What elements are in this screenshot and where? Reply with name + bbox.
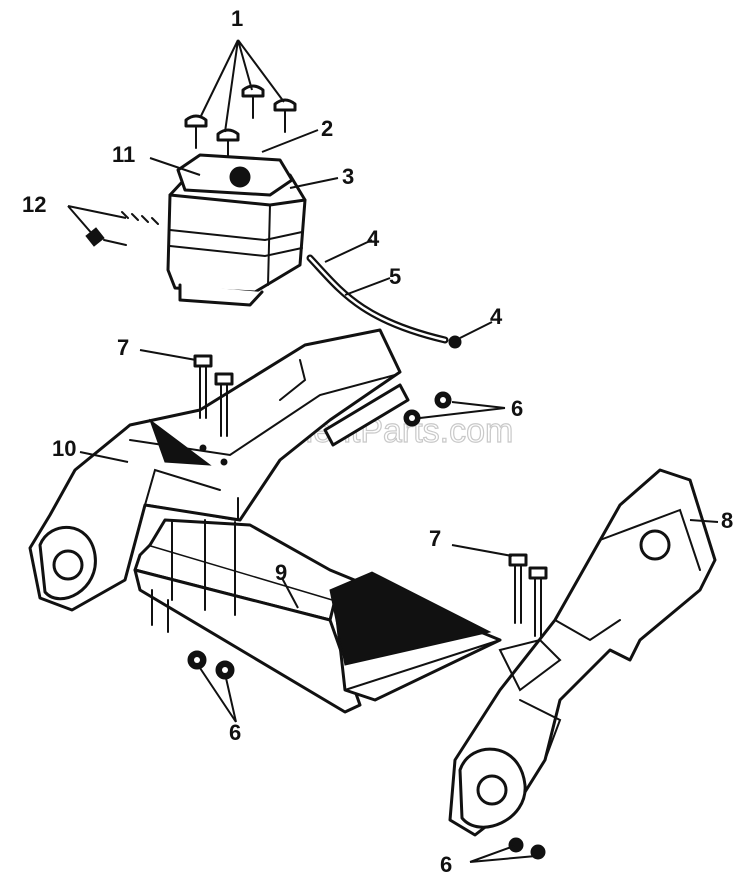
callout-7-left: 7 (117, 335, 129, 360)
callout-5: 5 (389, 264, 401, 289)
callout-4-upper: 4 (367, 226, 380, 251)
callout-2: 2 (321, 116, 333, 141)
left-arm-part-10 (28, 328, 410, 612)
callout-3: 3 (342, 164, 354, 189)
solenoid-block-part-3 (166, 153, 307, 307)
callout-11: 11 (112, 142, 135, 167)
callout-labels: 1 2 3 4 4 5 6 6 6 7 7 8 9 10 11 12 (22, 6, 733, 877)
callout-9: 9 (275, 560, 287, 585)
callout-6-upper: 6 (511, 396, 523, 421)
callout-1: 1 (231, 6, 243, 31)
callout-10: 10 (52, 436, 76, 461)
bolts-part-7-left (193, 354, 234, 466)
callout-7-right: 7 (429, 526, 441, 551)
bolts-part-7-right (508, 553, 548, 637)
callout-6-lower-left: 6 (229, 720, 241, 745)
callout-12: 12 (22, 192, 46, 217)
cable-part-5 (306, 254, 462, 349)
callout-6-lower-right: 6 (440, 852, 452, 877)
screws-part-1 (184, 84, 297, 163)
callout-4-lower: 4 (490, 304, 503, 329)
frame-part-9 (133, 518, 502, 714)
leader-lines (67, 39, 719, 863)
right-arm-part-8 (448, 468, 717, 837)
callout-8: 8 (721, 508, 733, 533)
nuts-part-6-lower-left (187, 650, 235, 680)
nuts-part-6-upper (403, 391, 452, 427)
